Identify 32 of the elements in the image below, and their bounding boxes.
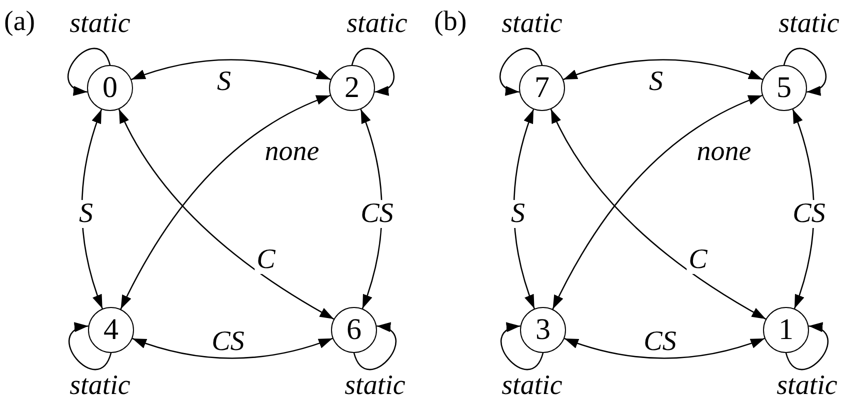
self-loop-arrow bbox=[500, 48, 543, 94]
state-number: 0 bbox=[102, 73, 118, 103]
state-circle bbox=[331, 307, 377, 353]
state-circle bbox=[763, 307, 809, 353]
panel-label: (a) bbox=[4, 8, 36, 36]
state-number: 7 bbox=[534, 73, 550, 103]
self-loop-arrow bbox=[68, 48, 111, 94]
state-circle bbox=[519, 65, 565, 111]
edge-label: S bbox=[509, 200, 527, 228]
state-number: 6 bbox=[346, 315, 362, 345]
self-loop-arrow bbox=[351, 48, 394, 94]
state-circle bbox=[761, 65, 807, 111]
transition-arrow bbox=[132, 338, 333, 359]
self-loop-arrow bbox=[353, 324, 396, 370]
state-circle bbox=[329, 65, 375, 111]
state-circle bbox=[88, 307, 134, 353]
state-number: 3 bbox=[536, 315, 550, 345]
state-number: 4 bbox=[104, 315, 118, 345]
transition-arrow bbox=[131, 59, 331, 80]
edge-label: S bbox=[77, 200, 95, 228]
transition-arrow bbox=[563, 59, 763, 80]
self-loop-arrow bbox=[785, 324, 828, 370]
state-number: 1 bbox=[778, 315, 794, 345]
state-circle bbox=[520, 307, 566, 353]
state-circle bbox=[87, 65, 133, 111]
self-loop-arrow bbox=[500, 324, 544, 370]
transition-arrow bbox=[564, 338, 765, 359]
self-loop-arrow bbox=[783, 48, 826, 94]
state-number: 2 bbox=[344, 73, 360, 103]
panel-label: (b) bbox=[434, 8, 467, 36]
state-number: 5 bbox=[776, 73, 792, 103]
self-loop-arrow bbox=[68, 324, 112, 370]
